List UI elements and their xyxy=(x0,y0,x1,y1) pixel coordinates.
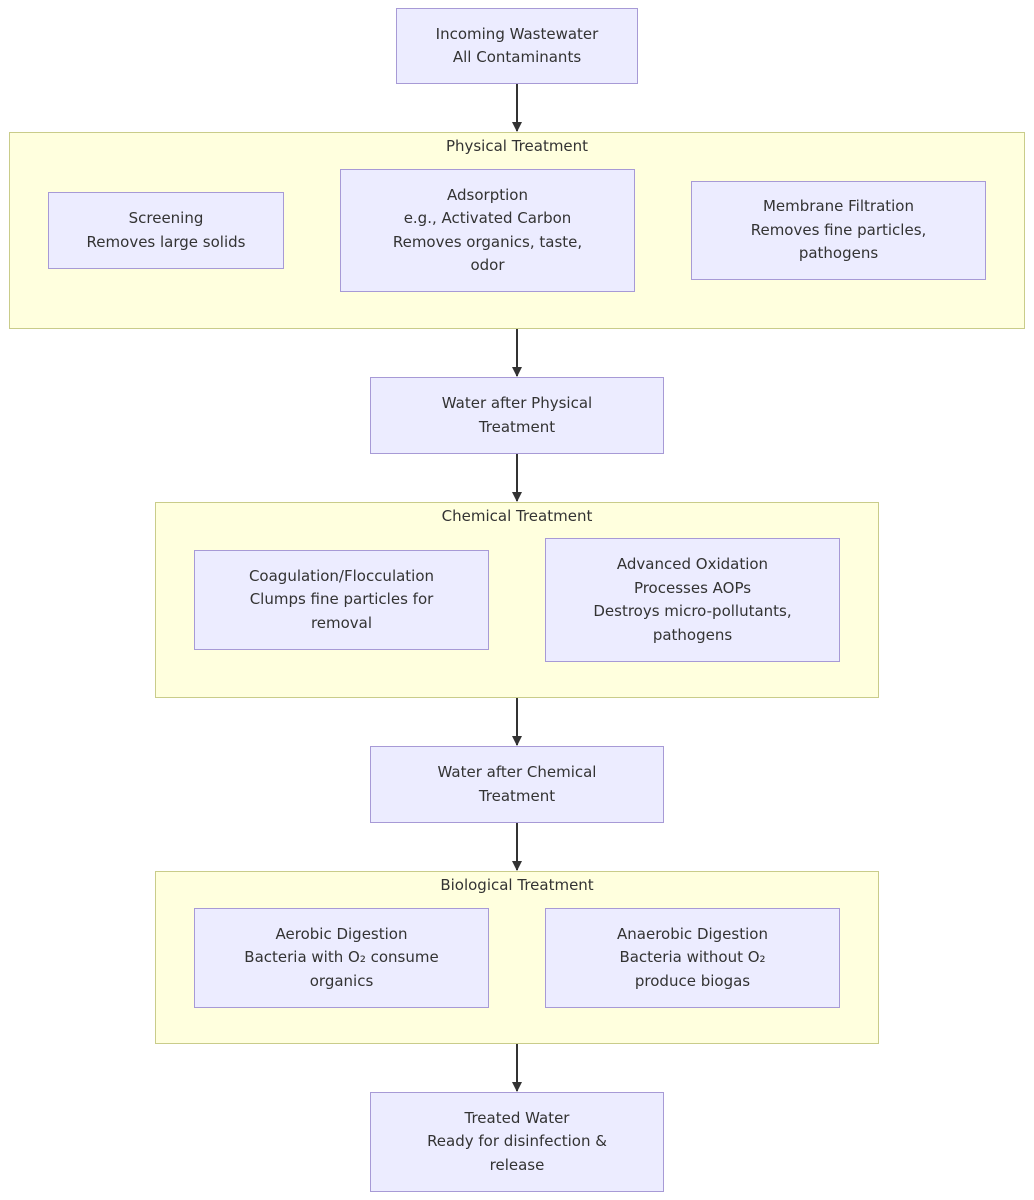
node-treated-water[interactable]: Treated Water Ready for disinfection & r… xyxy=(370,1092,664,1192)
node-anaerobic-line-2: Bacteria without O₂ xyxy=(619,948,766,967)
node-water-after-chemical[interactable]: Water after Chemical Treatment xyxy=(370,746,664,823)
node-adsorption[interactable]: Adsorption e.g., Activated Carbon Remove… xyxy=(340,169,635,292)
node-screening-line-1: Screening xyxy=(128,209,204,227)
node-water-after-physical[interactable]: Water after Physical Treatment xyxy=(370,377,664,454)
node-screening[interactable]: Screening Removes large solids xyxy=(48,192,284,269)
node-aerobic-digestion[interactable]: Aerobic Digestion Bacteria with O₂ consu… xyxy=(194,908,489,1008)
node-treated-line-2: Ready for disinfection & xyxy=(427,1132,607,1151)
node-coagulation-line-2: Clumps fine particles for xyxy=(249,590,434,609)
node-aop-line-2: Processes AOPs xyxy=(633,578,752,597)
node-advanced-oxidation[interactable]: Advanced Oxidation Processes AOPs Destro… xyxy=(545,538,840,662)
node-anaerobic-line-3: produce biogas xyxy=(634,971,751,990)
node-membrane-filtration[interactable]: Membrane Filtration Removes fine particl… xyxy=(691,181,986,280)
node-anaerobic-digestion[interactable]: Anaerobic Digestion Bacteria without O₂ … xyxy=(545,908,840,1008)
node-membrane-line-3: pathogens xyxy=(798,244,879,263)
node-aerobic-line-1: Aerobic Digestion xyxy=(275,924,408,943)
node-after-physical-line-2: Treatment xyxy=(478,417,556,436)
node-incoming-line-1: Incoming Wastewater xyxy=(435,24,599,43)
node-aerobic-line-2: Bacteria with O₂ consume xyxy=(244,948,439,967)
node-coagulation-line-3: removal xyxy=(310,613,373,632)
node-adsorption-line-4: odor xyxy=(470,256,505,274)
node-aerobic-line-3: organics xyxy=(309,971,374,990)
node-membrane-line-1: Membrane Filtration xyxy=(762,197,914,216)
node-treated-line-1: Treated Water xyxy=(464,1108,570,1127)
node-incoming-wastewater[interactable]: Incoming Wastewater All Contaminants xyxy=(396,8,638,84)
node-treated-line-3: release xyxy=(489,1155,545,1174)
node-screening-line-2: Removes large solids xyxy=(86,232,246,251)
node-adsorption-line-3: Removes organics, taste, xyxy=(392,232,583,251)
node-after-chemical-line-2: Treatment xyxy=(478,786,556,805)
node-after-physical-line-1: Water after Physical xyxy=(441,394,593,412)
node-coagulation-line-1: Coagulation/Flocculation xyxy=(248,566,435,585)
node-after-chemical-line-1: Water after Chemical xyxy=(437,763,597,781)
node-adsorption-line-2: e.g., Activated Carbon xyxy=(403,209,572,227)
node-coagulation-flocculation[interactable]: Coagulation/Flocculation Clumps fine par… xyxy=(194,550,489,650)
node-adsorption-line-1: Adsorption xyxy=(447,185,528,204)
node-anaerobic-line-1: Anaerobic Digestion xyxy=(617,924,768,943)
node-incoming-line-2: All Contaminants xyxy=(452,48,582,66)
node-aop-line-3: Destroys micro-pollutants, xyxy=(593,602,792,620)
cluster-title-physical: Physical Treatment xyxy=(445,137,589,155)
node-membrane-line-2: Removes fine particles, xyxy=(750,220,927,239)
node-aop-line-1: Advanced Oxidation xyxy=(616,555,769,573)
cluster-title-chemical: Chemical Treatment xyxy=(441,507,593,525)
node-aop-line-4: pathogens xyxy=(652,625,733,644)
cluster-title-biological: Biological Treatment xyxy=(440,876,594,894)
